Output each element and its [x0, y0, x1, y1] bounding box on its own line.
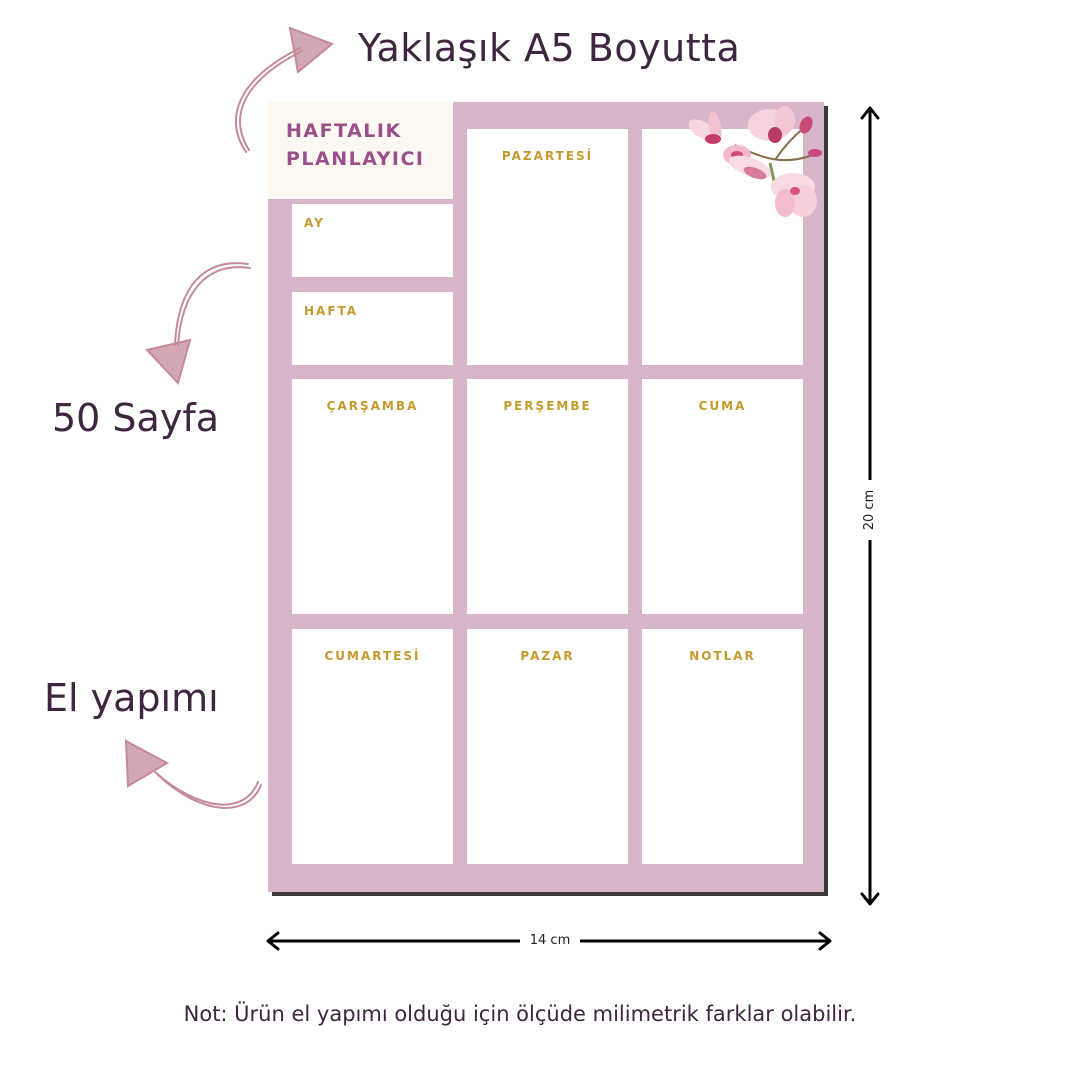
- size-caption: Yaklaşık A5 Boyutta: [358, 26, 741, 70]
- day-label: ÇARŞAMBA: [326, 399, 419, 413]
- day-cell-sunday[interactable]: PAZAR: [467, 629, 628, 864]
- arrow-up-left-icon: [124, 739, 262, 809]
- day-label: PAZAR: [520, 649, 575, 663]
- day-label: PERŞEMBE: [503, 399, 592, 413]
- blank-cell[interactable]: [642, 129, 803, 365]
- week-field[interactable]: HAFTA: [292, 292, 453, 365]
- notes-label: NOTLAR: [689, 649, 756, 663]
- arrow-up-right-icon: [234, 26, 334, 153]
- title-line-1: HAFTALIK: [286, 120, 402, 142]
- day-cell-wednesday[interactable]: ÇARŞAMBA: [292, 379, 453, 614]
- month-field[interactable]: AY: [292, 204, 453, 277]
- day-cell-saturday[interactable]: CUMARTESİ: [292, 629, 453, 864]
- month-label: AY: [304, 216, 325, 230]
- disclaimer-note: Not: Ürün el yapımı olduğu için ölçüde m…: [183, 1002, 857, 1026]
- planner-header: [268, 102, 453, 199]
- day-label: PAZARTESİ: [501, 149, 594, 163]
- width-label: 14 cm: [520, 932, 580, 950]
- week-label: HAFTA: [304, 304, 359, 318]
- day-label: CUMARTESİ: [324, 649, 421, 663]
- day-label: CUMA: [698, 399, 747, 413]
- page-count-caption: 50 Sayfa: [52, 396, 219, 440]
- notes-cell[interactable]: NOTLAR: [642, 629, 803, 864]
- day-cell-thursday[interactable]: PERŞEMBE: [467, 379, 628, 614]
- title-line-2: PLANLAYICI: [286, 148, 425, 170]
- handmade-caption: El yapımı: [44, 676, 219, 720]
- height-label: 20 cm: [860, 480, 880, 540]
- planner-title: HAFTALIK PLANLAYICI: [286, 117, 424, 173]
- arrow-down-left-icon: [145, 262, 251, 385]
- day-cell-friday[interactable]: CUMA: [642, 379, 803, 614]
- magnolia-flower-icon: [688, 106, 822, 217]
- day-cell-monday[interactable]: PAZARTESİ: [467, 129, 628, 365]
